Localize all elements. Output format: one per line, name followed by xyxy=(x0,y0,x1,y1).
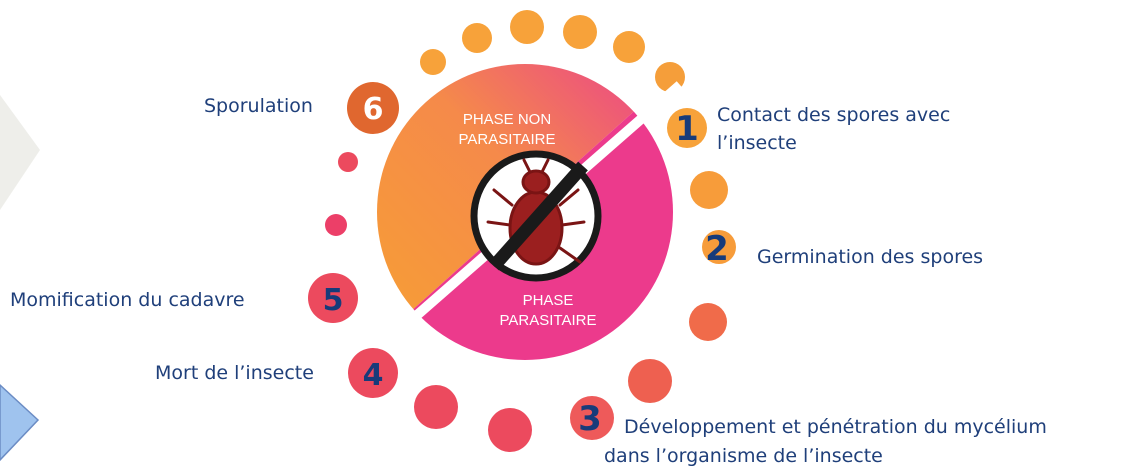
non-parasitic-phase-label-line1: PHASE NON xyxy=(463,111,551,128)
step-number-3: 3 xyxy=(578,399,602,439)
step-4-label: Mort de l’insecte xyxy=(155,362,314,384)
step-number-2: 2 xyxy=(705,229,729,269)
ring-dot xyxy=(613,31,645,63)
ring-dot xyxy=(510,10,544,44)
step-3-label-line2: dans l’organisme de l’insecte xyxy=(604,445,883,467)
ring-dot xyxy=(462,23,492,53)
step-1-label-line2: l’insecte xyxy=(717,132,797,154)
no-insect-icon xyxy=(470,150,602,282)
ring-dot xyxy=(338,152,358,172)
ring-dot xyxy=(690,171,728,209)
parasitic-phase-label-line2: PARASITAIRE xyxy=(500,312,597,329)
step-number-6: 6 xyxy=(363,92,384,127)
step-marker-5: 5 xyxy=(308,273,358,323)
step-6-label: Sporulation xyxy=(204,95,313,117)
ring-dot xyxy=(325,214,347,236)
step-number-1: 1 xyxy=(675,109,699,149)
step-1-label-line1: Contact des spores avec xyxy=(717,104,951,126)
ring-dot xyxy=(689,303,727,341)
left-decor-shape-top xyxy=(0,95,40,210)
step-2-label: Germination des spores xyxy=(757,246,984,268)
step-marker-3: 3 xyxy=(570,396,614,440)
step-5-label: Momification du cadavre xyxy=(10,289,245,311)
left-decor-shape-bottom xyxy=(0,383,40,462)
dot-ring xyxy=(325,10,728,452)
step-3-label-line1: Développement et pénétration du mycélium xyxy=(624,416,1047,438)
step-marker-4: 4 xyxy=(348,348,398,398)
step-number-4: 4 xyxy=(363,358,384,393)
ring-dot xyxy=(420,49,446,75)
prohibition-slash xyxy=(489,161,588,271)
ring-dot xyxy=(628,359,672,403)
non-parasitic-phase-label-line2: PARASITAIRE xyxy=(459,131,556,148)
ring-dot xyxy=(488,408,532,452)
step-number-5: 5 xyxy=(323,283,344,318)
step-marker-1: 1 xyxy=(667,108,707,149)
ring-dot xyxy=(414,385,458,429)
step-marker-2: 2 xyxy=(702,229,736,269)
ring-dot xyxy=(563,15,597,49)
parasitic-phase-label-line1: PHASE xyxy=(523,292,574,309)
step-marker-6: 6 xyxy=(347,82,399,134)
